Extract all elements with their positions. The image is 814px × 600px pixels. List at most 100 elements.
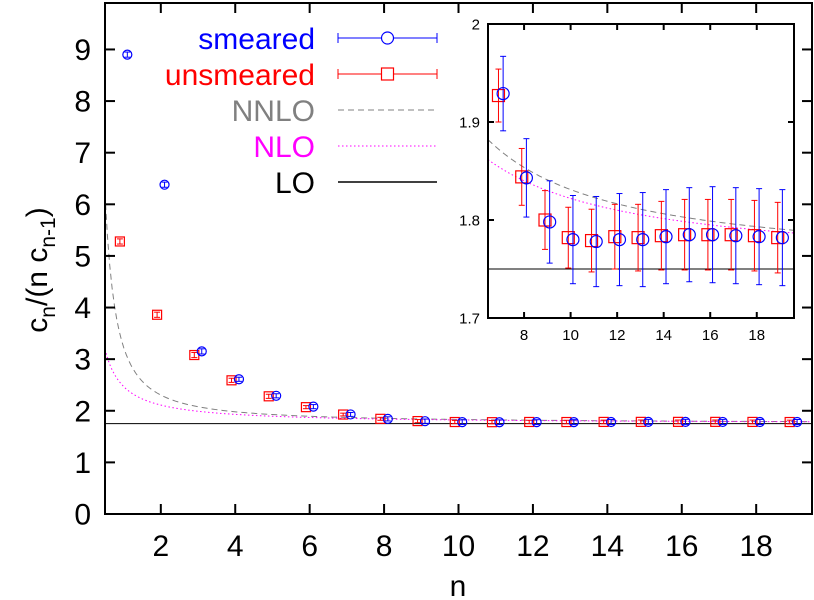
nnlo-curve [105, 193, 812, 423]
plot-content [105, 49, 812, 428]
unsmeared-point [151, 309, 163, 320]
square-marker [654, 229, 668, 243]
square-marker [449, 416, 460, 428]
unsmeared-point [747, 199, 762, 272]
smeared-point [496, 55, 510, 132]
circle-marker [659, 230, 673, 244]
circle-marker [382, 413, 393, 424]
square-marker [300, 402, 312, 413]
nnlo-curve [488, 139, 794, 231]
smeared-point [729, 187, 743, 285]
smeared-point [531, 417, 542, 428]
smeared-point [457, 417, 468, 428]
unsmeared-point [747, 416, 758, 428]
circle-marker [233, 374, 245, 385]
square-marker [584, 233, 599, 248]
unsmeared-point [561, 416, 572, 428]
unsmeared-point [486, 417, 498, 428]
circle-marker [308, 401, 319, 412]
smeared-point [419, 416, 431, 427]
square-marker [771, 231, 785, 245]
circle-marker [682, 228, 696, 242]
square-marker [226, 375, 237, 386]
unsmeared-point [515, 147, 529, 206]
unsmeared-point [584, 208, 599, 273]
legend-circle-icon [380, 31, 395, 45]
unsmeared-point [338, 409, 349, 420]
x-tick-label: 14 [591, 530, 624, 563]
unsmeared-point [300, 402, 312, 413]
square-marker [747, 229, 762, 243]
smeared-point [605, 416, 617, 428]
smeared-point [589, 195, 603, 288]
x-tick-label: 18 [739, 530, 772, 563]
x-tick-label: 8 [520, 327, 528, 344]
nlo-curve [488, 159, 794, 234]
smeared-point [519, 138, 533, 218]
unsmeared-point [226, 375, 237, 386]
y-tick-label: 0 [74, 499, 91, 532]
y-tick-label: 2 [74, 395, 91, 428]
circle-marker [775, 231, 789, 245]
legend-square-icon [380, 67, 395, 81]
y-axis-label: cn/(n cn-1) [21, 207, 60, 332]
smeared-point [568, 417, 579, 428]
y-tick-label: 5 [74, 240, 91, 273]
smeared-point [566, 195, 580, 285]
legend-label-nlo: NLO [253, 131, 315, 164]
square-marker [515, 170, 529, 184]
legend-label-nnlo: NNLO [232, 95, 315, 128]
smeared-point [792, 416, 803, 428]
circle-marker [680, 416, 691, 427]
unsmeared-point [784, 416, 795, 428]
circle-marker [636, 233, 650, 247]
y-tick-label: 3 [74, 344, 91, 377]
circle-marker [752, 230, 766, 244]
circle-marker [612, 233, 627, 247]
circle-marker [122, 49, 133, 60]
x-tick-label: 14 [655, 327, 672, 344]
circle-marker [159, 179, 170, 190]
square-marker [375, 413, 386, 424]
circle-marker [496, 86, 510, 101]
circle-marker [605, 416, 617, 428]
legend-label-lo: LO [275, 167, 315, 200]
square-marker [524, 416, 535, 428]
smeared-point [643, 416, 654, 427]
circle-marker [717, 416, 728, 428]
circle-marker [543, 215, 557, 229]
smeared-point [775, 189, 789, 287]
x-tick-label: 16 [702, 327, 719, 344]
circle-marker [729, 229, 743, 243]
smeared-point [382, 413, 393, 424]
circle-marker [643, 416, 654, 427]
circle-marker [419, 416, 431, 427]
smeared-point [271, 390, 282, 401]
unsmeared-point [724, 198, 738, 271]
unsmeared-point [598, 416, 609, 428]
unsmeared-point [710, 416, 721, 427]
square-marker [701, 228, 715, 242]
y-tick-label: 2 [472, 16, 480, 33]
unsmeared-point [114, 236, 125, 247]
y-tick-label: 1.8 [459, 212, 480, 229]
unsmeared-point [672, 416, 684, 427]
unsmeared-point [701, 198, 715, 271]
square-marker [678, 228, 692, 242]
nlo-curve [105, 349, 812, 423]
smeared-point [308, 401, 319, 412]
unsmeared-point [635, 416, 646, 427]
legend-label-smeared: smeared [198, 23, 315, 56]
smeared-point [196, 346, 207, 357]
square-marker [263, 391, 274, 402]
unsmeared-point [263, 391, 274, 402]
smeared-point [636, 192, 650, 288]
circle-marker [345, 409, 356, 420]
unsmeared-point [375, 413, 386, 424]
circle-marker [271, 390, 282, 401]
unsmeared-point [524, 416, 535, 428]
circle-marker [519, 171, 533, 185]
legend-label-unsmeared: unsmeared [165, 59, 315, 92]
